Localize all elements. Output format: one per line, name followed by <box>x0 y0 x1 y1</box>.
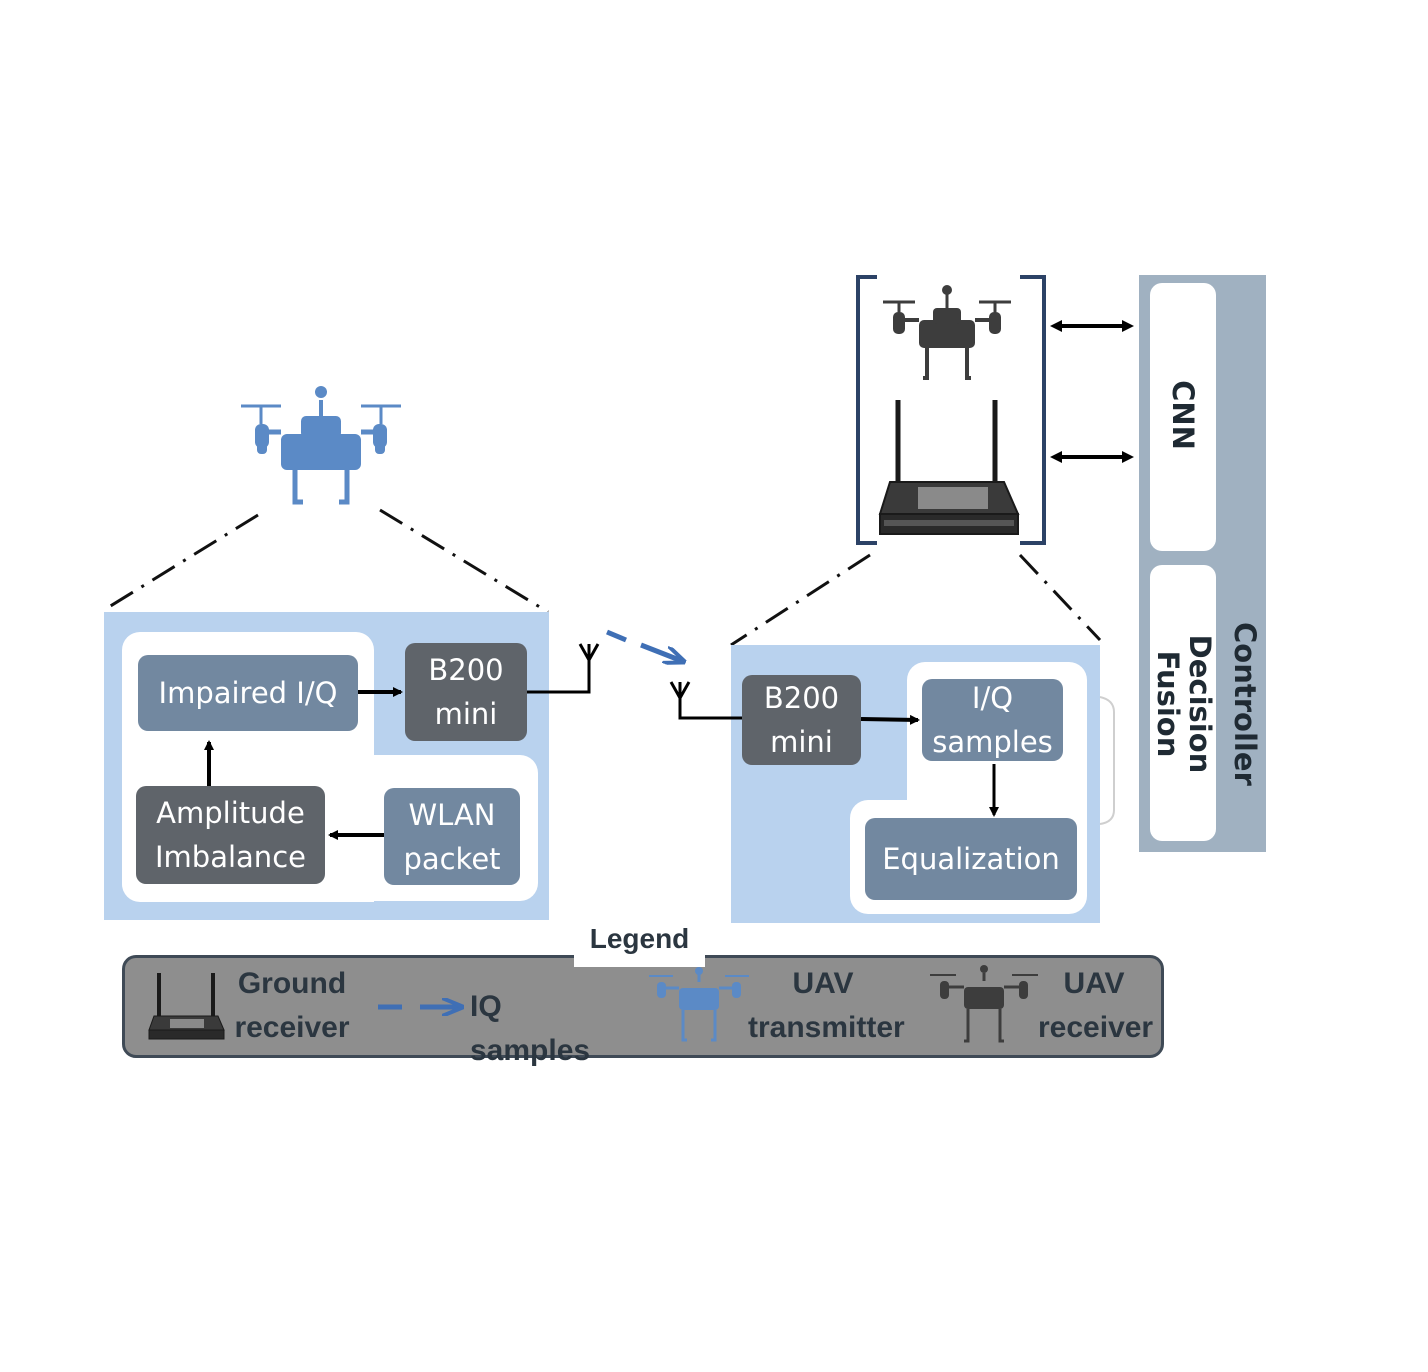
uav-receiver-icon <box>883 285 1011 380</box>
receiver-panel-edge <box>1099 696 1115 825</box>
ground-receiver-icon <box>878 400 1020 535</box>
rx-b200-block: B200 mini <box>742 675 861 765</box>
legend-title: Legend <box>574 910 705 967</box>
iq-samples-arrow <box>606 629 682 661</box>
wlan-packet-block: WLAN packet <box>384 788 520 885</box>
legend-ground-receiver-label: Ground receiver <box>234 967 350 1044</box>
bracket-receivers <box>856 275 1046 545</box>
zoom-lines-receiver <box>730 553 1102 647</box>
arrow-b200-to-iq <box>860 714 920 725</box>
tx-antenna-icon <box>527 643 600 694</box>
decision-fusion-block <box>1150 565 1216 841</box>
legend-iq-samples-label: IQ samples <box>470 990 591 1067</box>
impaired-iq-label: Impaired I/Q <box>158 676 338 710</box>
amplitude-imbalance-block: Amplitude Imbalance <box>136 786 325 884</box>
legend-uav-receiver-label: UAV receiver <box>1038 967 1154 1044</box>
zoom-lines-transmitter <box>103 508 549 614</box>
tx-b200-block: B200 mini <box>405 643 527 741</box>
rx-antenna-icon <box>669 681 742 720</box>
uav-transmitter-icon <box>241 386 401 505</box>
cnn-block <box>1150 283 1216 551</box>
impaired-iq-block: Impaired I/Q <box>138 655 358 731</box>
amplitude-imbalance-label: Amplitude Imbalance <box>155 796 306 874</box>
tx-b200-label: B200 mini <box>428 653 504 731</box>
equalization-label: Equalization <box>882 842 1060 876</box>
equalization-block: Equalization <box>865 818 1077 900</box>
legend-uav-transmitter-label: UAV transmitter <box>748 967 905 1044</box>
iq-samples-block: I/Q samples <box>922 679 1063 761</box>
iq-samples-label: I/Q samples <box>932 681 1053 759</box>
wlan-packet-label: WLAN packet <box>403 797 501 876</box>
rx-b200-label: B200 mini <box>763 681 840 759</box>
